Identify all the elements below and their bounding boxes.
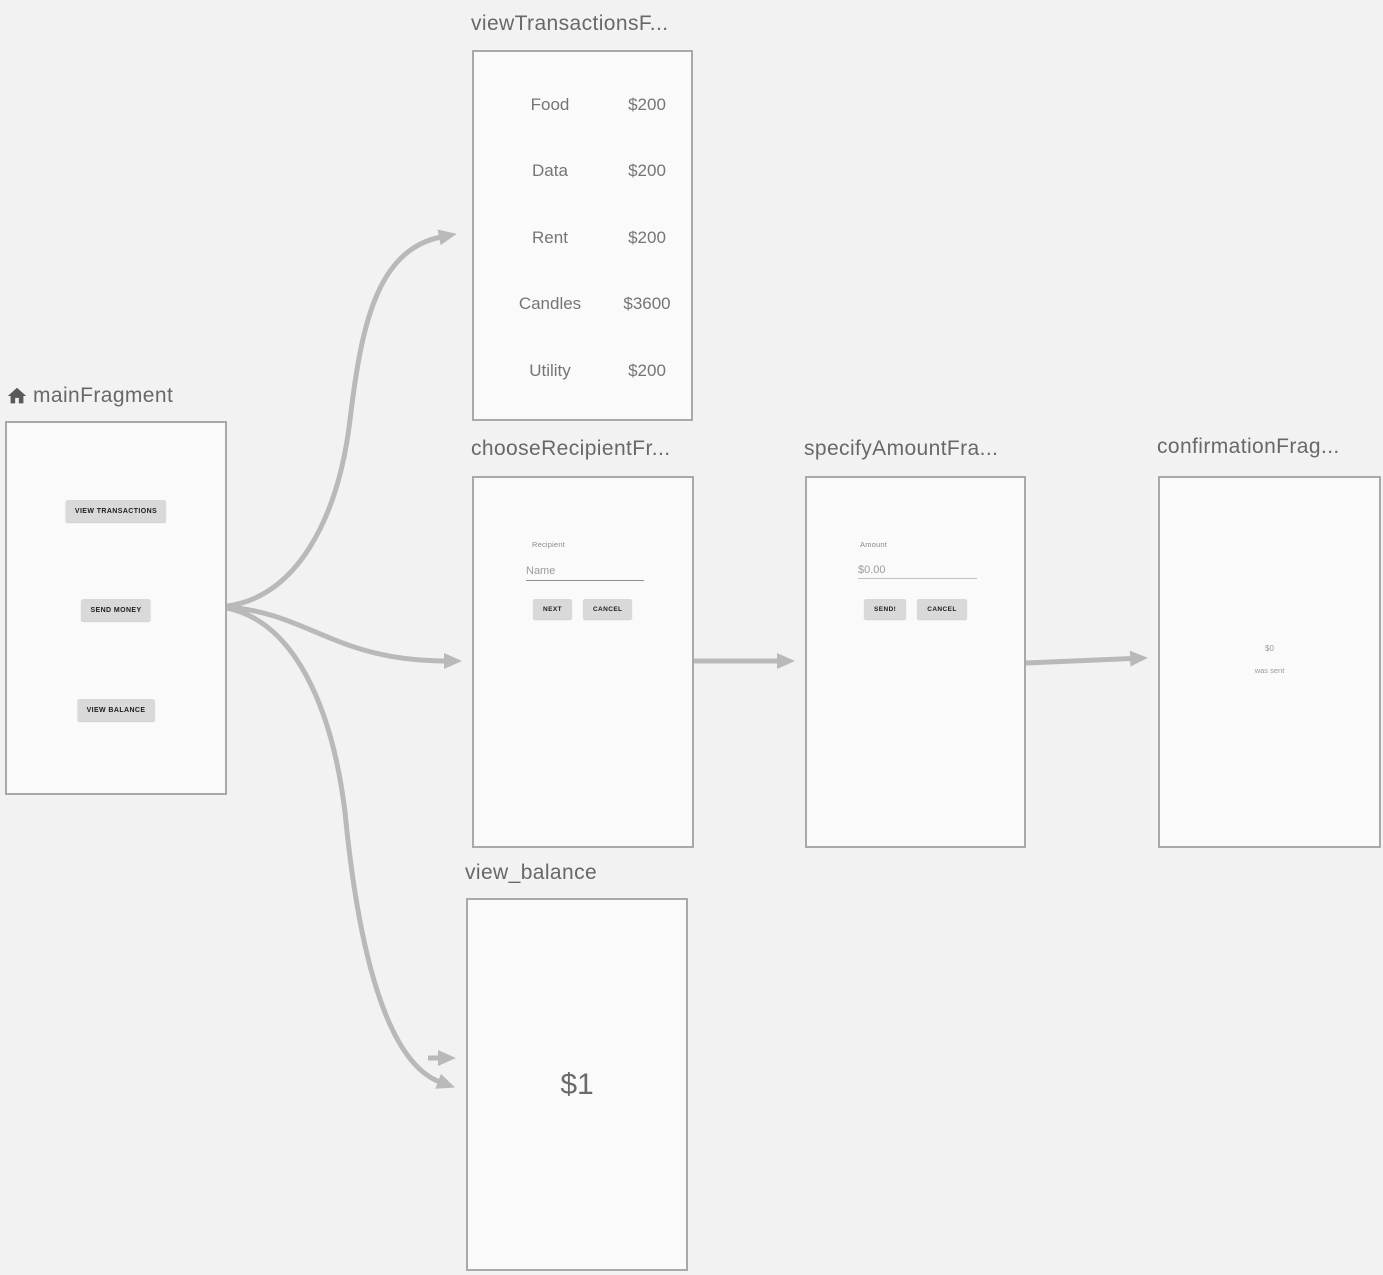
- transaction-amount: $200: [628, 361, 666, 380]
- transaction-amount: $3600: [623, 294, 671, 313]
- action-arrow-specify-amount-to-confirmation[interactable]: [1025, 650, 1148, 667]
- fragment-title-confirmation-label: confirmationFrag...: [1157, 435, 1340, 458]
- transaction-category: Utility: [529, 361, 571, 380]
- fragment-title-main: mainFragment: [6, 384, 173, 408]
- amount-input[interactable]: $0.00: [858, 564, 886, 576]
- transaction-category: Candles: [518, 294, 582, 313]
- transaction-category: Data: [532, 161, 568, 180]
- fragment-preview-choose-recipient[interactable]: Recipient Name NEXT CANCEL: [472, 476, 694, 848]
- fragment-title-view-balance: view_balance: [465, 861, 597, 885]
- fragment-title-choose-recipient: chooseRecipientFr...: [471, 437, 670, 461]
- transaction-row: Candles $3600: [474, 294, 691, 316]
- recipient-field-label: Recipient: [532, 540, 566, 549]
- action-arrow-main-to-view-transactions[interactable]: [226, 229, 457, 609]
- transaction-amount: $200: [628, 228, 666, 247]
- transaction-category: Rent: [532, 228, 568, 247]
- balance-text: $1: [560, 1068, 594, 1101]
- transaction-row: Rent $200: [474, 228, 691, 250]
- fragment-preview-view-balance[interactable]: $1: [466, 898, 688, 1271]
- fragment-title-view-balance-label: view_balance: [465, 861, 598, 884]
- transaction-row: Food $200: [474, 95, 691, 117]
- fragment-title-view-transactions-label: viewTransactionsF...: [471, 12, 669, 35]
- fragment-preview-confirmation[interactable]: $0 was sent: [1158, 476, 1381, 848]
- action-arrow-main-to-choose-recipient[interactable]: [226, 604, 462, 669]
- transaction-row: Data $200: [474, 161, 691, 183]
- action-arrow-main-to-view-balance[interactable]: [226, 605, 455, 1089]
- cancel-button[interactable]: CANCEL: [917, 599, 967, 619]
- amount-field-label: Amount: [860, 540, 888, 549]
- view-balance-button[interactable]: VIEW BALANCE: [77, 699, 155, 721]
- fragment-title-choose-recipient-label: chooseRecipientFr...: [471, 437, 671, 460]
- fragment-title-confirmation: confirmationFrag...: [1157, 435, 1340, 459]
- fragment-title-main-label: mainFragment: [33, 384, 174, 407]
- fragment-preview-specify-amount[interactable]: Amount $0.00 SEND! CANCEL: [805, 476, 1026, 848]
- transaction-row: Utility $200: [474, 361, 691, 383]
- amount-input-underline: [858, 578, 977, 579]
- fragment-title-specify-amount: specifyAmountFra...: [804, 437, 998, 461]
- home-icon: [7, 387, 27, 404]
- fragment-title-view-transactions: viewTransactionsF...: [471, 12, 668, 36]
- send-money-button[interactable]: SEND MONEY: [81, 599, 151, 621]
- fragment-title-specify-amount-label: specifyAmountFra...: [804, 437, 999, 460]
- confirmation-message-text: was sent: [1254, 666, 1285, 675]
- fragment-preview-view-transactions[interactable]: Food $200 Data $200 Rent $200 Candles $3…: [472, 50, 693, 421]
- fragment-preview-main[interactable]: VIEW TRANSACTIONS SEND MONEY VIEW BALANC…: [5, 421, 227, 795]
- view-transactions-button[interactable]: VIEW TRANSACTIONS: [65, 500, 167, 522]
- transaction-category: Food: [530, 95, 570, 114]
- confirmation-amount-text: $0: [1265, 644, 1274, 653]
- recipient-input-underline: [526, 580, 644, 581]
- cancel-button[interactable]: CANCEL: [582, 599, 633, 619]
- transaction-amount: $200: [628, 95, 666, 114]
- recipient-name-input[interactable]: Name: [526, 565, 556, 577]
- send-button[interactable]: SEND!: [864, 599, 907, 619]
- transaction-amount: $200: [628, 161, 666, 180]
- next-button[interactable]: NEXT: [533, 599, 572, 619]
